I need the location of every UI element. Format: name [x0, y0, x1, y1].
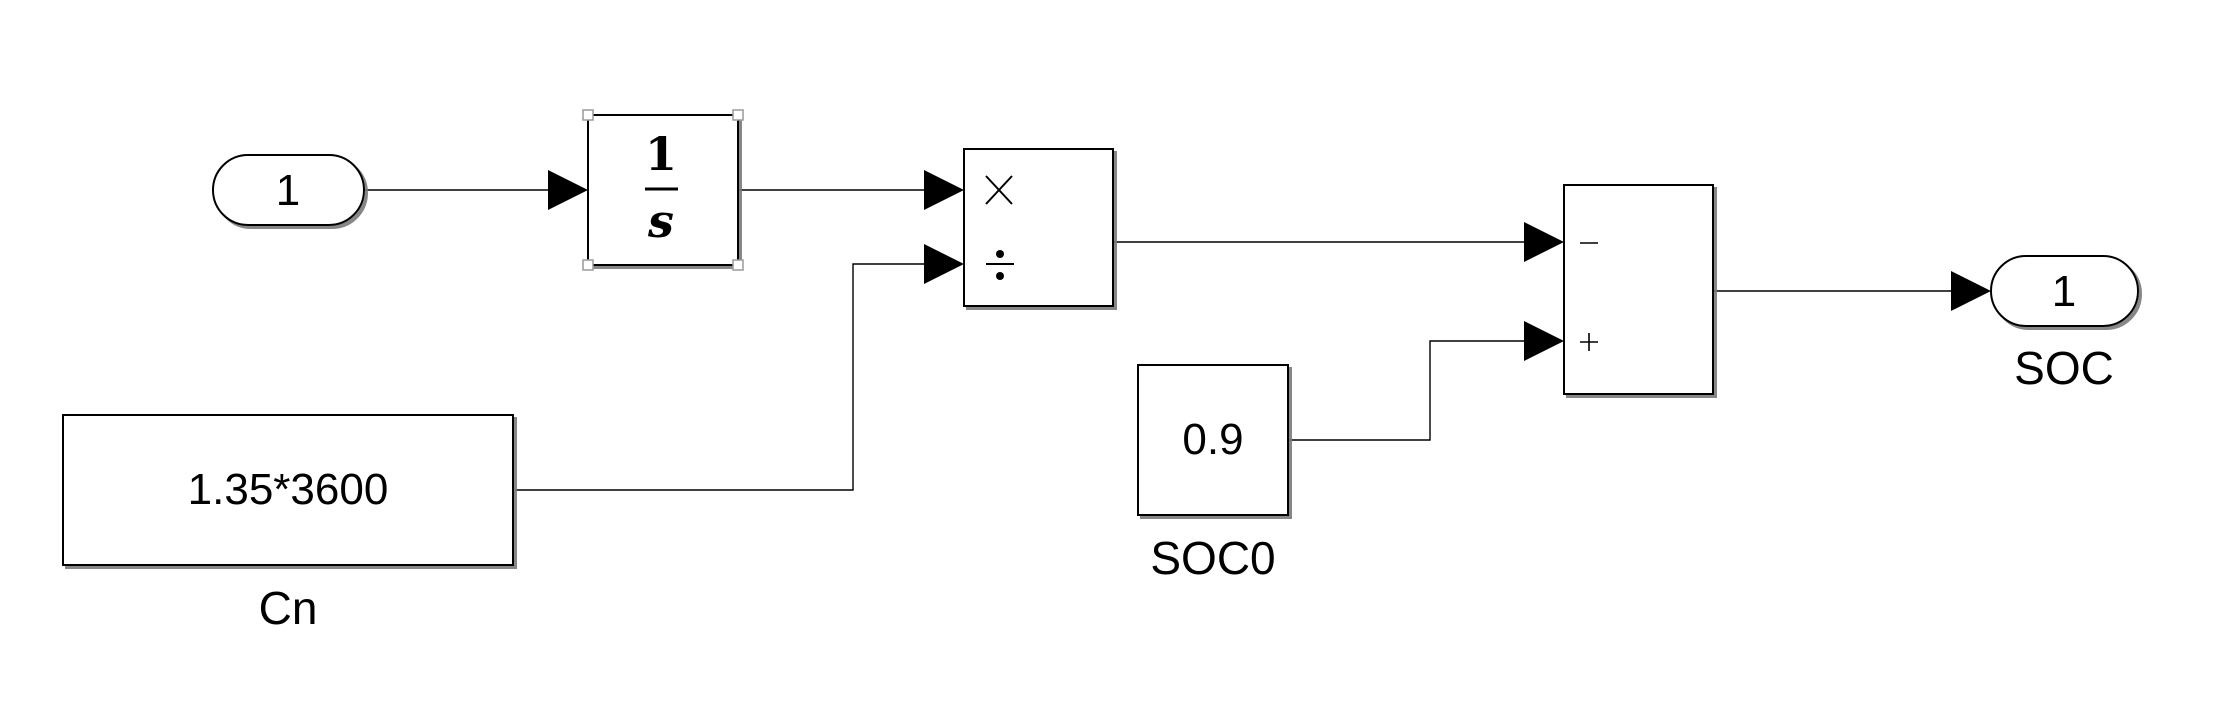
- selection-handles[interactable]: [582, 109, 744, 271]
- constant-soc0-value: 0.9: [1182, 415, 1243, 464]
- constant-soc0-block[interactable]: 0.9: [1137, 364, 1289, 516]
- selection-handle-top-left[interactable]: [582, 109, 594, 121]
- selection-handle-top-right[interactable]: [732, 109, 744, 121]
- multiply-icon: [985, 175, 1013, 205]
- product-block[interactable]: [963, 148, 1114, 307]
- sum-block[interactable]: [1563, 184, 1714, 395]
- integrator-numerator: 1: [645, 127, 677, 181]
- selection-handle-bottom-left[interactable]: [582, 259, 594, 271]
- constant-soc0-label: SOC0: [1150, 532, 1275, 584]
- inport-number: 1: [276, 166, 300, 215]
- divide-icon: [986, 250, 1014, 280]
- arrowhead-integrator-in: [548, 170, 588, 210]
- signal-soc0-to-sum[interactable]: [1288, 340, 1524, 441]
- signal-cn-to-product[interactable]: [515, 263, 930, 491]
- plus-icon: [1580, 333, 1598, 351]
- signal-lines: [365, 189, 1951, 491]
- constant-cn-value: 1.35*3600: [188, 465, 389, 514]
- arrowhead-product-in2: [924, 244, 964, 284]
- inport-block[interactable]: 1: [212, 154, 365, 226]
- arrowhead-sum-in2: [1524, 321, 1564, 361]
- constant-cn-block[interactable]: 1.35*3600: [62, 414, 514, 566]
- selection-handle-bottom-right[interactable]: [732, 259, 744, 271]
- integrator-denominator: s: [647, 194, 674, 248]
- arrowheads: [548, 170, 1991, 361]
- outport-block[interactable]: 1: [1990, 255, 2139, 327]
- constant-cn-label: Cn: [259, 582, 318, 634]
- arrowhead-outport-in: [1951, 271, 1991, 311]
- integrator-block[interactable]: 1 s: [582, 109, 744, 271]
- arrowhead-sum-in1: [1524, 222, 1564, 262]
- outport-label: SOC: [2014, 342, 2114, 394]
- outport-number: 1: [2052, 267, 2076, 316]
- arrowhead-product-in1: [924, 170, 964, 210]
